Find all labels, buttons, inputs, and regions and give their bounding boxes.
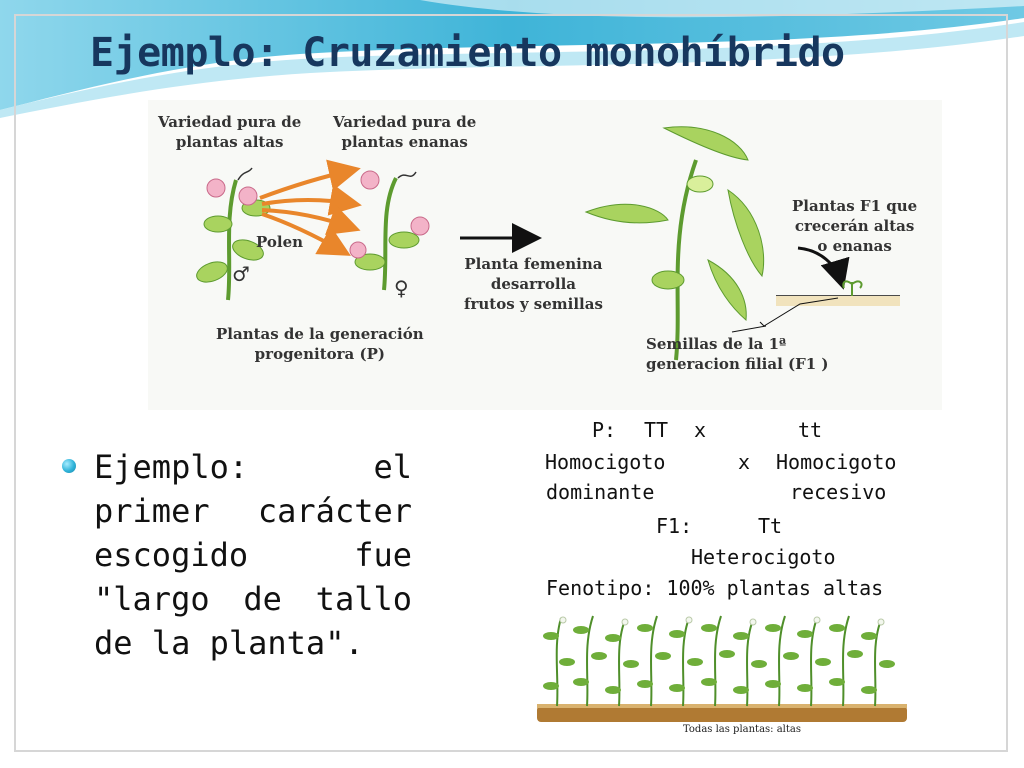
cross-f1-genotype: Tt xyxy=(758,514,783,538)
tall-plants-field-image: Todas las plantas: altas xyxy=(537,606,907,746)
pollen-arrows xyxy=(259,159,362,256)
cross-p2-type-b: recesivo xyxy=(790,480,887,504)
cross-p1-type-a: Homocigoto xyxy=(545,450,666,474)
label-f1-plants: Plantas F1 que crecerán altas o enanas xyxy=(792,197,918,255)
female-symbol-icon: ♀ xyxy=(394,276,409,300)
cross-f1-type: Heterocigoto xyxy=(691,545,836,569)
cross-p1-genotype: TT xyxy=(644,418,669,442)
tall-plant-illustration xyxy=(196,167,271,301)
seed-pointer-lines xyxy=(759,297,839,327)
bullet-dot-icon xyxy=(62,459,76,473)
cross-p1-type-b: dominante xyxy=(546,480,655,504)
label-parental-generation: Plantas de la generación progenitora (P) xyxy=(216,325,424,363)
cross-symbol-1: x xyxy=(694,418,707,442)
arrow-to-seedling xyxy=(797,246,850,290)
bullet-text: Ejemplo: el primer carácter escogido fue… xyxy=(94,448,412,662)
field-illustration xyxy=(537,606,907,746)
cross-p-label: P: xyxy=(592,418,617,442)
mendel-cross-diagram: Variedad pura de plantas altas Variedad … xyxy=(148,100,942,410)
diagram-illustration xyxy=(148,100,942,410)
female-plant-illustration xyxy=(584,126,765,361)
cross-f1-label: F1: xyxy=(656,514,693,538)
label-f1-seeds: Semillas de la 1ª generacion filial (F1 … xyxy=(646,335,829,373)
slide-title: Ejemplo: Cruzamiento monohíbrido xyxy=(90,30,845,76)
seedling-icon xyxy=(842,280,863,296)
cross-p2-genotype: tt xyxy=(798,418,823,442)
header-wave-decoration xyxy=(0,0,1024,118)
label-pure-tall: Variedad pura de plantas altas xyxy=(158,113,302,151)
bullet-point: Ejemplo: el primer carácter escogido fue… xyxy=(62,445,412,665)
cross-p2-type-a: Homocigoto xyxy=(776,450,897,474)
cross-symbol-2: x xyxy=(738,450,751,474)
label-pollen: Polen xyxy=(256,233,304,251)
male-symbol-icon: ♂ xyxy=(232,262,250,286)
field-caption: Todas las plantas: altas xyxy=(683,724,801,735)
label-female-plant: Planta femenina desarrolla frutos y semi… xyxy=(464,255,603,313)
cross-phenotype: Fenotipo: 100% plantas altas xyxy=(546,576,884,600)
dwarf-plant-illustration xyxy=(349,170,430,291)
label-pure-dwarf: Variedad pura de plantas enanas xyxy=(333,113,477,151)
